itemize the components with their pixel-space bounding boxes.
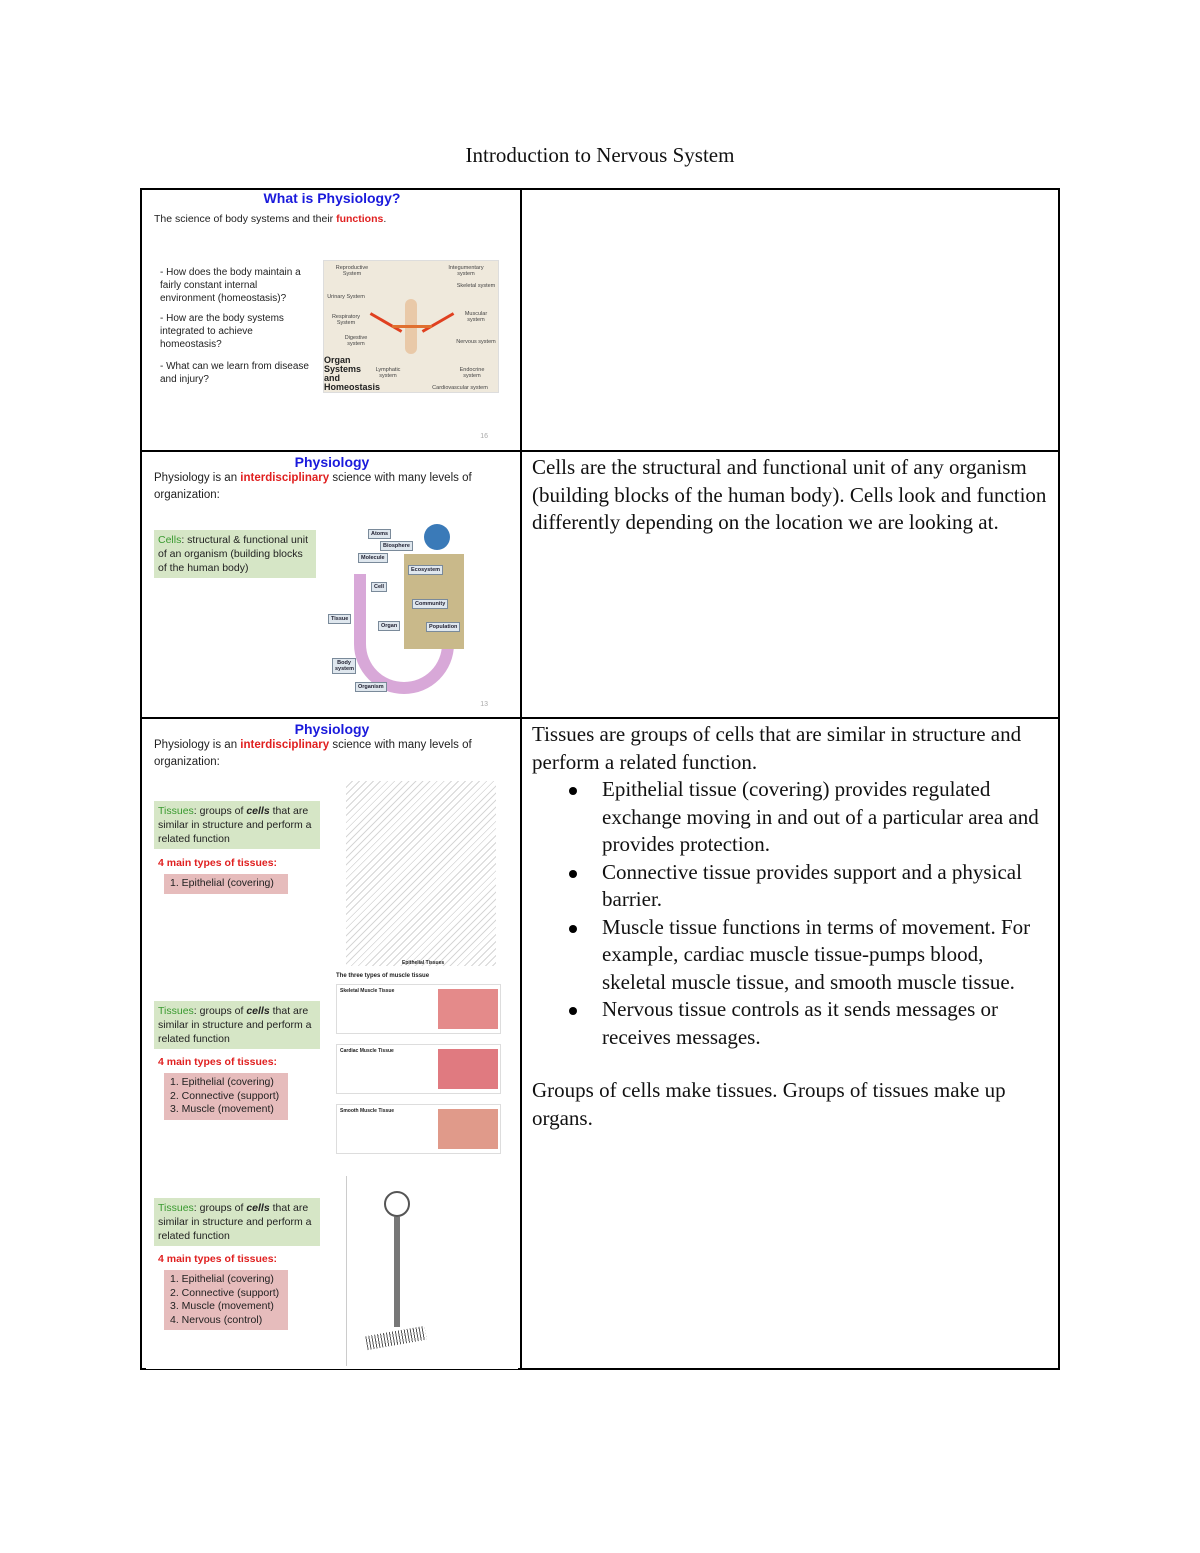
image-label-reproductive: Reproductive System [335, 265, 369, 277]
image-label-cardiovascular: Cardiovascular system [432, 385, 488, 391]
level-atoms: Atoms [368, 529, 392, 539]
level-body-system: Body system [332, 658, 356, 674]
slide-title: Physiology [294, 454, 370, 470]
epithelial-tissue-image [346, 781, 496, 966]
question: - How are the body systems integrated to… [160, 313, 284, 350]
column-divider [520, 190, 522, 1368]
row-divider [142, 450, 1058, 452]
muscle-heading: The three types of muscle tissue [336, 973, 430, 979]
question: - How does the body maintain a fairly co… [160, 267, 301, 304]
level-ecosystem: Ecosystem [408, 565, 444, 575]
row-divider [142, 717, 1058, 719]
slide-subtitle: Physiology is an interdisciplinary scien… [154, 472, 472, 501]
image-label-respiratory: Respiratory System [331, 314, 361, 326]
smooth-muscle-panel: Smooth Muscle Tissue [336, 1104, 501, 1154]
level-cell: Cell [371, 582, 388, 592]
notes-outro: Groups of cells make tissues. Groups of … [532, 1078, 1006, 1130]
image-label-urinary: Urinary System [327, 294, 365, 300]
question: - What can we learn from disease and inj… [160, 361, 309, 385]
bullet-connective: Connective tissue provides support and a… [569, 859, 1050, 914]
slide-physiology-tissues: Physiology Physiology is an interdiscipl… [146, 721, 518, 1369]
types-heading: 4 main types of tissues: [158, 1253, 278, 1265]
levels-of-organization-image: Atoms Biosphere Molecule Ecosystem Cell … [326, 514, 476, 699]
slide-title: Physiology [294, 721, 370, 737]
cells-definition-box: Cells: structural & functional unit of a… [154, 530, 316, 578]
slide-page-number: 16 [480, 433, 488, 440]
tissues-definition-box: Tissues: groups of cells that are simila… [154, 801, 320, 849]
document-title: Introduction to Nervous System [465, 143, 735, 167]
organ-systems-image: Reproductive System Integumentary system… [323, 260, 499, 393]
slide-what-is-physiology: What is Physiology? The science of body … [146, 190, 518, 448]
slide-page-number: 13 [480, 701, 488, 708]
image-label-lymphatic: Lymphatic system [375, 367, 401, 379]
level-molecule: Molecule [358, 553, 388, 563]
neuron-diagram-image [365, 1181, 427, 1351]
image-label-integumentary: Integumentary system [448, 265, 484, 277]
slide-subtitle: The science of body systems and their fu… [154, 213, 387, 225]
epithelial-caption: Epithelial Tissues [402, 960, 445, 966]
types-heading: 4 main types of tissues: [158, 1056, 278, 1068]
tissue-types-box: 1. Epithelial (covering) [164, 874, 288, 894]
skeletal-muscle-panel: Skeletal Muscle Tissue [336, 984, 501, 1034]
tissue-bullet-list: Epithelial tissue (covering) provides re… [569, 776, 1050, 1051]
level-biosphere: Biosphere [380, 541, 413, 551]
tissues-definition-box: Tissues: groups of cells that are simila… [154, 1198, 320, 1246]
slide-title: What is Physiology? [263, 190, 401, 206]
cardiac-muscle-panel: Cardiac Muscle Tissue [336, 1044, 501, 1094]
notes-tissues: Tissues are groups of cells that are sim… [532, 721, 1050, 1132]
bullet-epithelial: Epithelial tissue (covering) provides re… [569, 776, 1050, 859]
level-tissue: Tissue [328, 614, 352, 624]
bullet-nervous: Nervous tissue controls as it sends mess… [569, 996, 1050, 1051]
image-caption: Organ Systems and Homeostasis [324, 355, 381, 392]
types-heading: 4 main types of tissues: [158, 857, 278, 869]
bullet-muscle: Muscle tissue functions in terms of move… [569, 914, 1050, 997]
slide-subtitle: Physiology is an interdisciplinary scien… [154, 739, 472, 768]
notes-cells: Cells are the structural and functional … [532, 455, 1047, 534]
tissues-definition-box: Tissues: groups of cells that are simila… [154, 1001, 320, 1049]
image-label-endocrine: Endocrine system [459, 367, 485, 379]
image-label-nervous: Nervous system [456, 339, 496, 345]
notes-intro: Tissues are groups of cells that are sim… [532, 722, 1022, 774]
notes-table: What is Physiology? The science of body … [140, 188, 1060, 1370]
level-organ: Organ [378, 621, 401, 631]
slide-physiology-cells: Physiology Physiology is an interdiscipl… [146, 454, 518, 714]
level-community: Community [412, 599, 449, 609]
level-population: Population [426, 622, 461, 632]
tissue-types-box: 1. Epithelial (covering)2. Connective (s… [164, 1073, 288, 1120]
level-organism: Organism [355, 682, 387, 692]
image-label-muscular: Muscular system [464, 311, 488, 323]
tissue-types-box: 1. Epithelial (covering)2. Connective (s… [164, 1270, 288, 1330]
image-label-digestive: Digestive system [344, 335, 368, 347]
image-label-skeletal: Skeletal system [456, 283, 496, 289]
